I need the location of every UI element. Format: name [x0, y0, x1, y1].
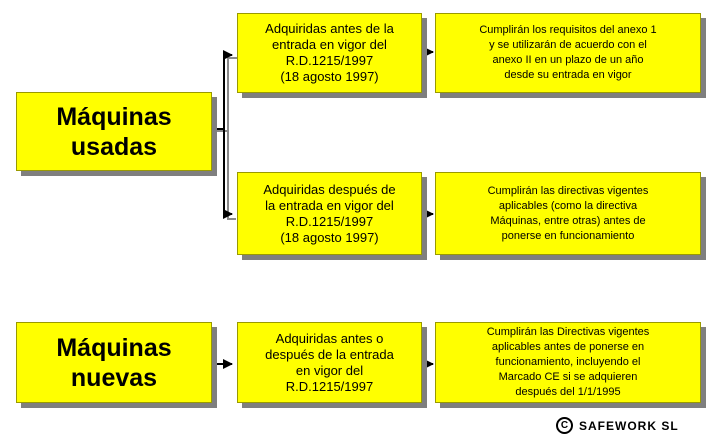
safework-logo: C SAFEWORK SL [556, 417, 679, 434]
before-result-box: Cumplirán los requisitos del anexo 1 y s… [435, 13, 701, 93]
acquired-any-text: Adquiridas antes o después de la entrada… [265, 330, 394, 394]
acquired-any-box: Adquiridas antes o después de la entrada… [237, 322, 422, 403]
used-machines-title: Máquinas usadas [56, 102, 172, 161]
branch-connector [211, 50, 233, 130]
used-machines-box: Máquinas usadas [16, 92, 212, 171]
branch-connector [223, 129, 233, 219]
before-result-text: Cumplirán los requisitos del anexo 1 y s… [479, 24, 657, 81]
new-result-box: Cumplirán las Directivas vigentes aplica… [435, 322, 701, 403]
new-machines-box: Máquinas nuevas [16, 322, 212, 403]
copyright-icon: C [556, 417, 573, 434]
after-result-box: Cumplirán las directivas vigentes aplica… [435, 172, 701, 255]
after-result-text: Cumplirán las directivas vigentes aplica… [487, 184, 649, 242]
acquired-before-text: Adquiridas antes de la entrada en vigor … [265, 21, 394, 84]
acquired-after-text: Adquiridas después de la entrada en vigo… [263, 181, 396, 245]
acquired-after-box: Adquiridas después de la entrada en vigo… [237, 172, 422, 255]
logo-text: SAFEWORK SL [579, 418, 679, 433]
acquired-before-box: Adquiridas antes de la entrada en vigor … [237, 13, 422, 93]
new-machines-title: Máquinas nuevas [56, 333, 172, 392]
new-result-text: Cumplirán las Directivas vigentes aplica… [486, 326, 650, 398]
